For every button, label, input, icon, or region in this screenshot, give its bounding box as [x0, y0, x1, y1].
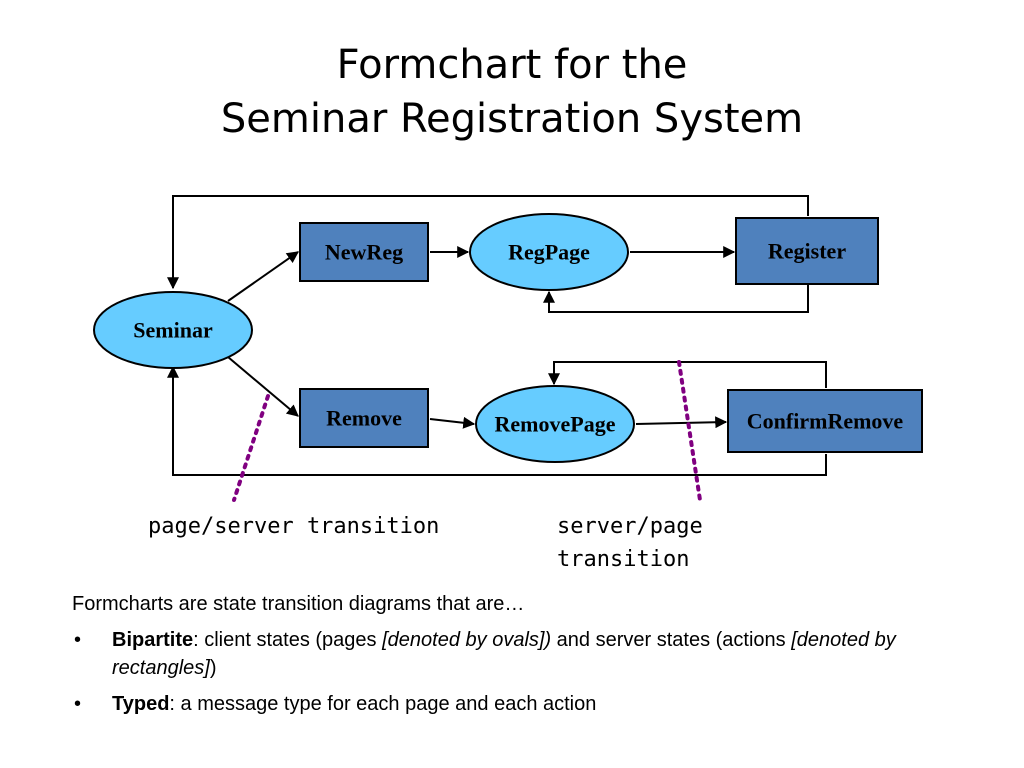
node-removepage-label: RemovePage: [495, 412, 616, 437]
bullet-bipartite-italic-1: [denoted by ovals]): [382, 629, 552, 651]
edge-removepage-to-confirmremove: [635, 416, 728, 429]
bullet-typed: • Typed: a message type for each page an…: [72, 690, 972, 718]
edge-confirmremove-to-removepage: [548, 361, 827, 388]
page-server-transition-label: page/server transition: [148, 514, 440, 539]
node-newreg-label: NewReg: [325, 240, 403, 265]
node-confirmremove: [727, 389, 923, 453]
bullet-bipartite-text-1: : client states (pages: [193, 629, 383, 651]
node-register-label: Register: [768, 239, 846, 264]
node-seminar: [93, 291, 253, 369]
edge-confirmremove-to-seminar: [167, 365, 827, 476]
server-page-label-line-2: transition: [557, 547, 690, 572]
bullet-icon: •: [74, 693, 82, 715]
node-newreg: [299, 222, 429, 282]
notes-block: Formcharts are state transition diagrams…: [72, 590, 972, 726]
slide-title: Formchart for the Seminar Registration S…: [0, 38, 1024, 146]
edge-remove-to-removepage: [429, 416, 476, 429]
bullet-bipartite-term: Bipartite: [112, 629, 194, 651]
edge-register-to-seminar: [167, 195, 809, 290]
bullet-typed-term: Typed: [112, 693, 170, 715]
bullet-bipartite-text-3: ): [209, 657, 217, 679]
notes-intro: Formcharts are state transition diagrams…: [72, 593, 525, 615]
bullet-icon: •: [74, 629, 82, 651]
bullet-bipartite: • Bipartite: client states (pages [denot…: [72, 626, 972, 682]
title-line-2: Seminar Registration System: [220, 96, 804, 142]
node-seminar-label: Seminar: [133, 318, 213, 343]
notes-bullet-list: • Bipartite: client states (pages [denot…: [72, 626, 972, 718]
node-register: [735, 217, 879, 285]
node-remove-label: Remove: [326, 406, 402, 431]
page-server-transition-marker: [232, 394, 270, 502]
node-regpage: [469, 213, 629, 291]
edge-seminar-to-remove: [227, 356, 299, 417]
server-page-transition-marker: [677, 360, 702, 502]
bullet-bipartite-text-2: and server states (actions: [551, 629, 792, 651]
server-page-transition-label: server/page transition: [557, 510, 703, 576]
node-removepage: [475, 385, 635, 463]
bullet-typed-text-1: : a message type for each page and each …: [169, 693, 597, 715]
bullet-bipartite-italic-2: [denoted by rectangles]: [112, 629, 896, 679]
edge-register-to-regpage: [543, 285, 809, 313]
node-confirmremove-label: ConfirmRemove: [747, 409, 904, 434]
edge-seminar-to-newreg: [227, 251, 299, 302]
node-regpage-label: RegPage: [508, 240, 590, 265]
title-line-1: Formchart for the: [336, 42, 688, 88]
node-remove: [299, 388, 429, 448]
server-page-label-line-1: server/page: [557, 514, 703, 539]
